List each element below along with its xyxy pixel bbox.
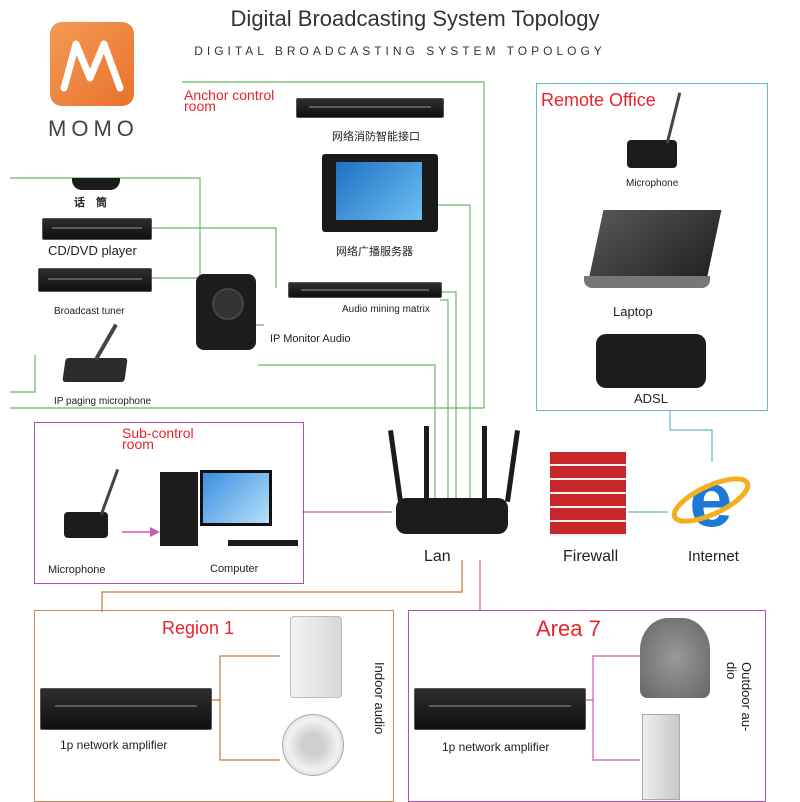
area7-title: Area 7 (536, 616, 601, 641)
server-screen (336, 162, 422, 220)
remote-mic-device (627, 140, 677, 168)
indoor-wall-speaker (290, 616, 342, 698)
tuner-label: Broadcast tuner (54, 306, 125, 317)
broadcast-server-label: 网络广播服务器 (336, 246, 413, 258)
logo-mark-icon (60, 40, 124, 92)
router-antenna (505, 430, 520, 502)
outdoor-audio-label: Outdoor au- dio (724, 662, 754, 732)
indoor-audio-label: Indoor audio (372, 662, 387, 735)
column-speaker (642, 714, 680, 800)
ip-monitor-device (196, 274, 256, 350)
computer-monitor (200, 470, 272, 526)
rock-speaker (640, 618, 710, 698)
anchor-mic-device (72, 178, 120, 190)
paging-mic-label: IP paging microphone (54, 396, 152, 407)
remote-mic-label: Microphone (626, 178, 679, 189)
mixing-matrix-device (288, 282, 442, 298)
laptop-base (584, 276, 710, 288)
page-title: Digital Broadcasting System Topology (230, 6, 600, 31)
cd-dvd-label: CD/DVD player (48, 243, 137, 258)
computer-tower (160, 472, 198, 546)
matrix-line (440, 291, 457, 520)
laptop-label: Laptop (613, 304, 653, 319)
page-subtitle: DIGITAL BROADCASTING SYSTEM TOPOLOGY (194, 44, 606, 58)
ceiling-speaker (282, 714, 344, 776)
adsl-label: ADSL (634, 391, 668, 406)
tuner-device (38, 268, 152, 292)
area7-amplifier-label: 1p network amplifier (442, 740, 550, 754)
anchor-room-title: Anchor control room (184, 87, 275, 114)
router-device (396, 498, 508, 534)
broadcast-server-device (322, 154, 438, 232)
momo-logo (50, 22, 134, 106)
sub-mic-device (64, 512, 108, 538)
fire-interface-label: 网络消防智能接口 (332, 131, 420, 143)
paging-line (10, 355, 36, 393)
lan-label: Lan (424, 548, 451, 565)
computer-label: Computer (210, 563, 259, 575)
remote-office-title: Remote Office (541, 90, 656, 110)
cd-dvd-device (42, 218, 152, 240)
firewall-icon (550, 452, 626, 536)
router-antenna (424, 426, 429, 500)
ip-monitor-label: IP Monitor Audio (270, 333, 351, 345)
remote-link-line (669, 410, 713, 462)
region1-amplifier-label: 1p network amplifier (60, 738, 168, 752)
sub-control-title: Sub-control room (122, 425, 194, 452)
speaker-cone-icon (212, 288, 244, 320)
matrix-line-2 (440, 299, 449, 520)
sub-control-box (34, 422, 304, 584)
internet-icon: e (671, 455, 751, 543)
paging-mic-device (62, 358, 128, 382)
internet-explorer-icon: e (668, 455, 754, 543)
sub-mic-label: Microphone (48, 564, 106, 576)
computer-keyboard (228, 540, 298, 546)
adsl-device (596, 334, 706, 388)
internet-label: Internet (688, 548, 739, 565)
router-antenna (388, 430, 403, 502)
server-line (430, 204, 471, 520)
region1-title: Region 1 (162, 618, 235, 638)
firewall-label: Firewall (563, 548, 619, 565)
laptop-screen (588, 210, 722, 280)
area7-amplifier-device (414, 688, 586, 730)
remote-office-box (536, 83, 768, 411)
logo-text: MOMO (48, 116, 139, 141)
svg-text:e: e (689, 458, 732, 538)
anchor-mic-label: 话 筒 (74, 197, 107, 209)
paging-mic-neck (94, 323, 118, 361)
router-antenna (482, 426, 487, 500)
mixing-matrix-label: Audio mining matrix (342, 304, 430, 315)
region1-amplifier-device (40, 688, 212, 730)
fire-interface-device (296, 98, 444, 118)
